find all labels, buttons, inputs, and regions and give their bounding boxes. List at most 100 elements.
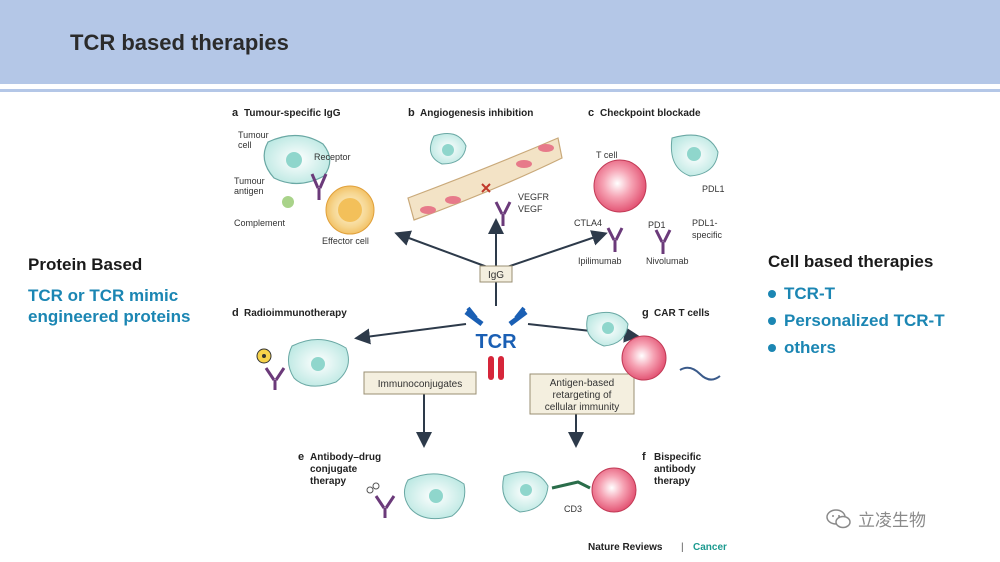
wechat-icon	[826, 508, 851, 528]
panel-g-title: CAR T cells	[654, 308, 710, 319]
credit-section: Cancer	[693, 542, 727, 553]
left-panel: Protein Based TCR or TCR mimic engineere…	[28, 255, 238, 327]
panel-b-letter: b	[408, 107, 415, 119]
red-blood-cell	[538, 144, 554, 152]
panel-d-title: Radioimmunotherapy	[244, 308, 347, 319]
panel-c-letter: c	[588, 107, 594, 119]
antigen-based-label-3: cellular immunity	[545, 402, 619, 413]
effector-cell-label: Effector cell	[322, 236, 369, 246]
tcr-label: TCR	[475, 331, 517, 353]
red-blood-cell	[445, 196, 461, 204]
page-title: TCR based therapies	[70, 30, 289, 55]
bullet-item: Personalized TCR-T	[768, 307, 998, 334]
arrow-to-c	[503, 230, 608, 269]
panel-f: f Bispecific antibody therapy CD3	[502, 451, 702, 514]
bullet-dot	[768, 289, 776, 298]
bullet-item: others	[768, 334, 998, 361]
tcr-chain-alpha	[488, 356, 494, 380]
panel-f-title-1: Bispecific	[654, 452, 702, 463]
cd3-label: CD3	[564, 504, 582, 514]
tcr-arm-tips	[466, 306, 526, 320]
arrow-to-a	[394, 230, 491, 269]
panel-a: a Tumour-specific IgG Tumour cell Recept…	[232, 107, 375, 246]
antibody-e	[374, 495, 396, 518]
tcr-hub: TCR	[464, 306, 528, 380]
inhibition-cross	[481, 183, 491, 193]
bispecific-antibody	[551, 480, 591, 490]
ctla4-label: CTLA4	[574, 218, 602, 228]
dna-helix	[679, 366, 721, 381]
panel-f-title-3: therapy	[654, 476, 691, 487]
nivolumab-label: Nivolumab	[646, 256, 689, 266]
immunoconjugates-box	[363, 371, 477, 395]
tumour-nucleus-c	[687, 147, 701, 161]
watermark-text: 立凌生物	[858, 511, 926, 530]
panel-d: d Radioimmunotherapy	[232, 307, 349, 390]
panel-f-title-2: antibody	[654, 464, 696, 475]
therapies-figure: a Tumour-specific IgG Tumour cell Recept…	[228, 98, 738, 562]
panel-c-title: Checkpoint blockade	[600, 108, 701, 119]
car-t-cell-shape	[621, 335, 667, 381]
ipilimumab-label: Ipilimumab	[578, 256, 622, 266]
arrow-to-d	[354, 323, 467, 345]
immunoconjugates-label: Immunoconjugates	[378, 379, 463, 390]
cell-based-heading: Cell based therapies	[768, 252, 934, 271]
tumour-nucleus-d	[311, 357, 325, 371]
complement-label: Complement	[234, 218, 286, 228]
vegf-label: VEGF	[518, 204, 543, 214]
antibody-nivolumab	[654, 229, 672, 254]
effector-nucleus	[338, 198, 362, 222]
panel-a-letter: a	[232, 107, 239, 119]
header-bar: TCR based therapies	[0, 0, 1000, 84]
antigen-based-label-1: Antigen-based	[550, 378, 615, 389]
panel-e: e Antibody–drug conjugate therapy	[298, 451, 466, 520]
panel-e-letter: e	[298, 451, 304, 463]
red-blood-cell	[516, 160, 532, 168]
bullet-label: TCR-T	[784, 283, 835, 303]
antibody-ipilimumab	[606, 227, 624, 252]
t-cell-shape	[593, 159, 647, 213]
credit-journal: Nature Reviews	[588, 542, 663, 553]
panel-c: c Checkpoint blockade T cell PDL1 CTLA4 …	[574, 107, 725, 266]
tumour-nucleus-b	[442, 144, 454, 156]
pd1-label: PD1	[648, 220, 666, 230]
panel-f-letter: f	[642, 451, 646, 463]
t-cell-label: T cell	[596, 150, 617, 160]
antibody-d	[264, 367, 286, 390]
right-panel: Cell based therapies TCR-T Personalized …	[768, 252, 998, 361]
watermark: 立凌生物	[826, 506, 926, 531]
panel-g: g CAR T cells	[586, 307, 721, 381]
panel-g-letter: g	[642, 307, 649, 319]
antigen-based-label-2: retargeting of	[553, 390, 612, 401]
header-divider	[0, 89, 1000, 92]
antigen-based-box	[529, 373, 635, 415]
antibody-a	[310, 173, 328, 200]
arrows	[354, 218, 640, 448]
protein-based-subtitle: TCR or TCR mimic engineered proteins	[28, 286, 191, 326]
bullet-label: Personalized TCR-T	[784, 310, 945, 330]
bullet-item: TCR-T	[768, 280, 998, 307]
t-cell-f	[591, 467, 637, 513]
bullet-dot	[768, 316, 776, 325]
receptor-label: Receptor	[314, 152, 351, 162]
tumour-antigen-label-1: Tumour	[234, 176, 265, 186]
panel-b-title: Angiogenesis inhibition	[420, 108, 533, 119]
tumour-cell-label-2: cell	[238, 140, 252, 150]
panel-e-title-2: conjugate	[310, 464, 358, 475]
panel-e-title-3: therapy	[310, 476, 347, 487]
credit-separator: |	[681, 542, 684, 553]
panel-e-title-1: Antibody–drug	[310, 452, 381, 463]
panel-a-title: Tumour-specific IgG	[244, 108, 341, 119]
tcr-chain-beta	[498, 356, 504, 380]
igg-label: IgG	[488, 270, 504, 281]
antibody-b	[494, 201, 512, 226]
pdl1-specific-label-2: specific	[692, 230, 723, 240]
panel-d-letter: d	[232, 307, 239, 319]
bullet-label: others	[784, 337, 836, 357]
red-blood-cell	[420, 206, 436, 214]
igg-box	[479, 265, 513, 283]
pdl1-specific-label-1: PDL1-	[692, 218, 718, 228]
tumour-nucleus	[286, 152, 302, 168]
vegfr-label: VEGFR	[518, 192, 550, 202]
tumour-nucleus-e	[429, 489, 443, 503]
